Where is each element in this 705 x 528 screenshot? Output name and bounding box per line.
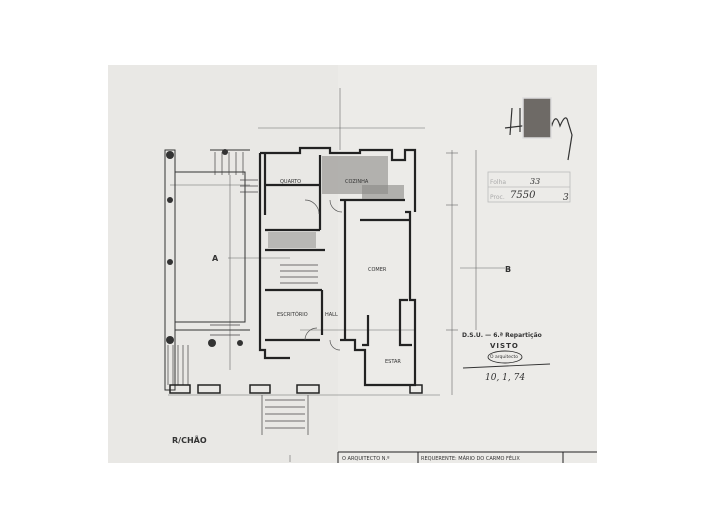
signature — [504, 107, 573, 161]
room-label-comer: COMER — [368, 267, 387, 273]
architect-label: O ARQUITECTO N.º — [342, 456, 390, 462]
room-label-quarto: QUARTO — [280, 179, 301, 185]
room-label-cozinha: COZINHA — [345, 179, 369, 185]
stairs — [167, 152, 318, 435]
door-arcs — [304, 199, 343, 351]
department-stamp: D.S.U. — 6.ª Repartição — [462, 332, 542, 339]
approval-date: 10, 1, 74 — [485, 373, 525, 383]
plants — [166, 149, 243, 347]
room-label-hall: HALL — [325, 312, 338, 318]
walls — [258, 146, 417, 387]
proc-value: 7550 — [510, 190, 536, 201]
room-label-estar: ESTAR — [385, 359, 401, 365]
folha-label: Folha — [490, 179, 506, 186]
folha-value: 33 — [530, 177, 540, 186]
section-marker-a: A — [212, 254, 219, 263]
front-facade — [169, 384, 423, 394]
architect-stamp: O arquitecto — [490, 354, 518, 360]
room-label-escritorio: ESCRITÓRIO — [277, 311, 308, 318]
floor-label: R/CHÃO — [172, 435, 207, 445]
proc-suffix: 3 — [563, 193, 569, 203]
visto-stamp: VISTO — [490, 342, 519, 350]
stamp-box — [487, 171, 571, 203]
section-marker-b: B — [505, 265, 511, 274]
title-block — [337, 451, 597, 463]
proc-label: Proc. — [490, 194, 505, 201]
fiscal-stamp-icon — [522, 97, 552, 139]
applicant: REQUERENTE: MÁRIO DO CARMO FÉLIX — [421, 454, 520, 462]
